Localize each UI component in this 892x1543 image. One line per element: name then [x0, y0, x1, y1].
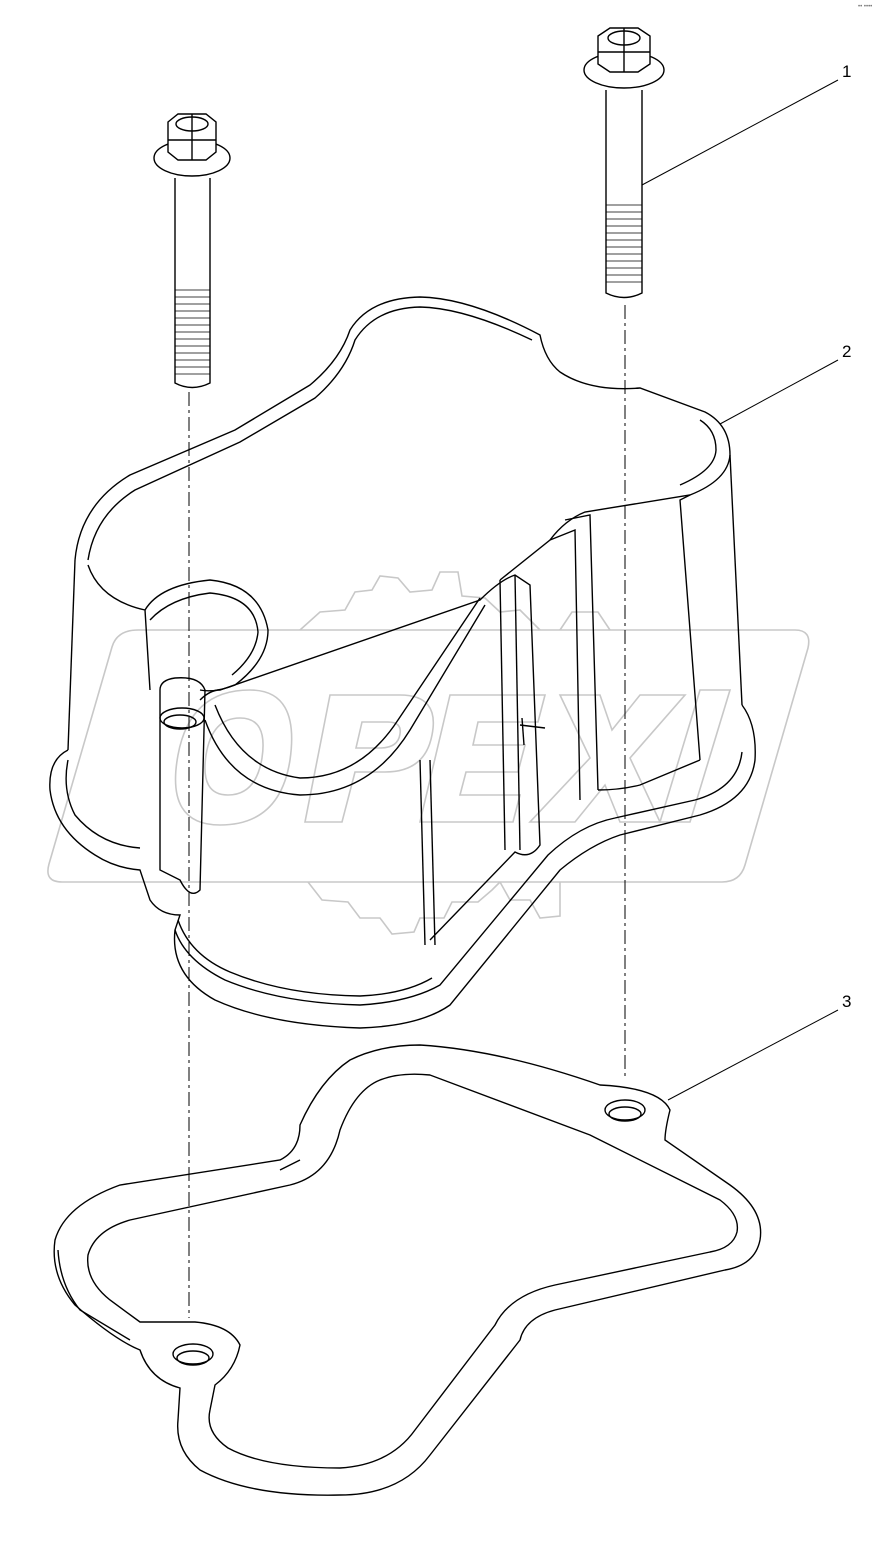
valve-cover-boss-left: [159, 677, 206, 894]
corner-mark: •• ••••: [858, 4, 873, 10]
bolt-left-shank: [174, 178, 211, 389]
bolt-left-thread: [175, 289, 210, 375]
watermark-letter-p: [304, 694, 434, 823]
gasket-hole-right: [604, 1099, 646, 1121]
watermark-gear-bottom: [307, 881, 501, 935]
bolt-right-shank: [605, 90, 643, 299]
leader-line-2: [719, 359, 839, 425]
watermark-frame: [47, 629, 810, 883]
valve-cover-top-outline: [74, 296, 731, 581]
valve-cover-ring: [144, 579, 269, 692]
bolt-right-thread: [606, 204, 642, 283]
callout-3: 3: [842, 992, 852, 1011]
callout-1: 1: [842, 62, 852, 81]
bolt-left: [153, 113, 231, 389]
watermark-letter-e: [418, 694, 547, 823]
center-lines: [188, 305, 626, 1318]
watermark-letter-x: [528, 694, 687, 823]
watermark-letter-o: [174, 689, 293, 826]
gasket-inner: [86, 1073, 739, 1469]
watermark-logo: [47, 571, 810, 935]
callout-2: 2: [842, 342, 852, 361]
valve-cover: [49, 296, 756, 1029]
gasket: [53, 1044, 762, 1496]
gasket-outer: [53, 1044, 762, 1496]
leader-line-1: [641, 79, 839, 186]
leader-line-3: [667, 1009, 839, 1101]
bolt-right: [583, 27, 665, 299]
valve-cover-base-flange: [49, 704, 756, 1029]
watermark-gear-top: [299, 571, 541, 631]
gasket-hole-left: [172, 1343, 214, 1365]
leader-lines: [641, 79, 839, 1101]
